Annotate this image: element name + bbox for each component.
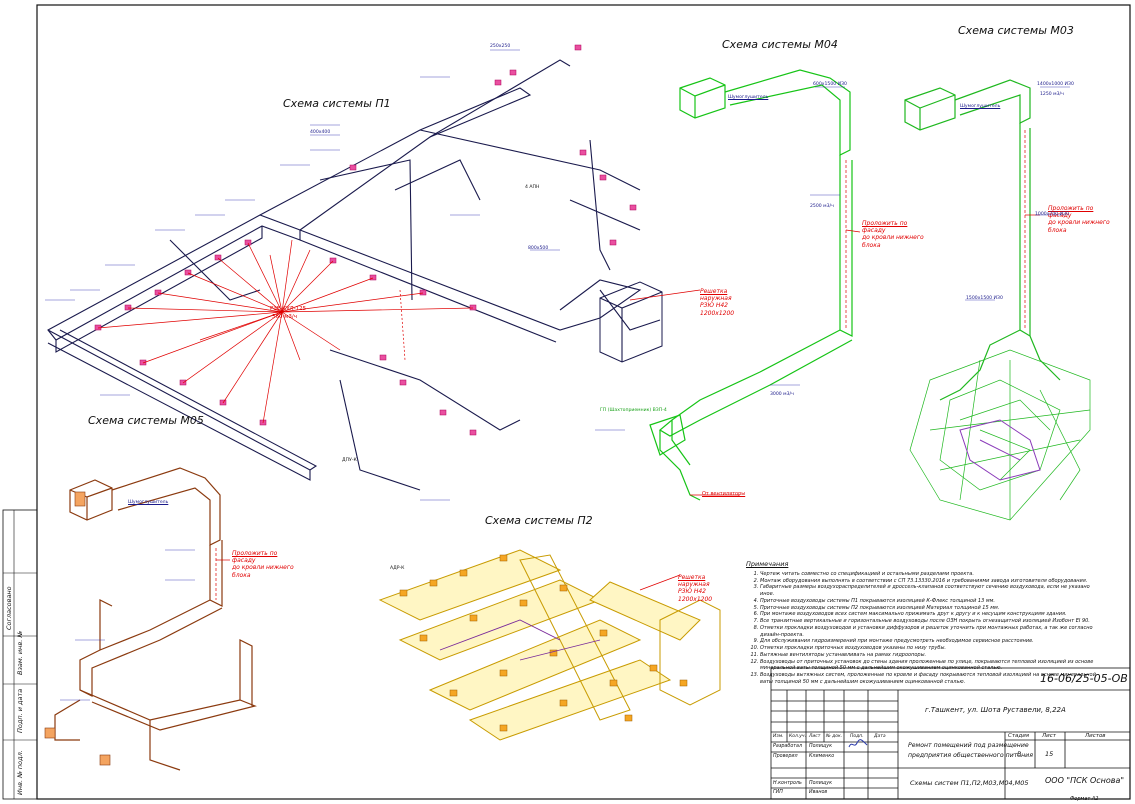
stamp-podp: Подп. и дата [16, 688, 24, 733]
dim-label: 250х250 [490, 44, 511, 49]
facade-note-m04: Проложить по фасаду до кровли нижнего бл… [862, 220, 924, 249]
note-item: Габаритные размеры воздухораспределителе… [760, 584, 1096, 598]
col-list: Лист [809, 734, 821, 739]
system-m05-ducts [54, 467, 257, 771]
p1-valve-flow: 360 м3/ч [272, 314, 297, 320]
note-item: Отметки прокладки воздуховодов и установ… [760, 625, 1096, 639]
dim-label: 1000х700 ИЗ0 [1035, 212, 1069, 217]
dim-label: 400х400 [310, 130, 331, 135]
title-block-grid [770, 667, 1131, 800]
m04-bottom-label: От вентиляторы [702, 491, 746, 497]
note-item: Воздуховоды от приточных установок до ст… [760, 659, 1096, 673]
note-item: При монтаже воздуховодов всех систем мак… [760, 611, 1096, 618]
project-name-2: предприятия общественного питания [908, 752, 1033, 759]
system-p2-valves [399, 554, 688, 732]
doc-code: 16-06/25-05-ОВ [1040, 672, 1128, 685]
signature-mark [848, 739, 868, 748]
stage-value: Р [1017, 750, 1021, 758]
note-item: Приточные воздуховоды системы П1 покрыва… [760, 598, 1096, 605]
stamp-soglasovano: Согласовано [5, 586, 13, 630]
col-kol: Кол.уч. [789, 734, 807, 739]
stamp-vzam: Взам. инв. № [16, 630, 24, 675]
name-checked: Клименко [809, 754, 835, 759]
system-m04-ducts [649, 69, 853, 501]
m04-shaft-label: ГП (Шахтоприемник) ВЗП-4 [600, 408, 667, 413]
facade-note-m03: Проложить по фасаду до кровли нижнего бл… [1048, 205, 1110, 234]
project-name-1: Ремонт помещений под размещение [908, 742, 1029, 749]
grille-note-p1: Решетка наружная РЗЮ Н42 1200х1200 [700, 288, 735, 317]
name-norm: Полищук [809, 781, 832, 786]
system-m03-manifold [909, 349, 1091, 521]
format-label: Формат А2 [1070, 796, 1099, 802]
title-m03: Схема системы М03 [958, 24, 1074, 37]
title-m04: Схема системы М04 [722, 38, 838, 51]
role-developed: Разработал [773, 744, 803, 749]
p1-callout-lines [97, 239, 701, 424]
sheet-header: Лист [1042, 733, 1056, 739]
m04-fan-label: Шумоглушитель [728, 95, 769, 100]
note-item: Чертеж читать совместно со спецификацией… [760, 571, 1096, 578]
role-norm: Н.контроль [773, 781, 802, 786]
col-sign: Подп. [850, 734, 864, 739]
facade-note-m05: Проложить по фасаду до кровли нижнего бл… [232, 550, 294, 579]
system-p2-ducts [378, 549, 721, 741]
company: ООО "ПСК Основа" [1045, 776, 1125, 785]
col-doc: № док. [826, 734, 843, 739]
note-item: Монтаж оборудования выполнять в соответс… [760, 578, 1096, 585]
dim-label: ДПУ-К [342, 458, 357, 463]
title-p1: Схема системы П1 [283, 97, 391, 110]
dim-label: 4 АПН [525, 185, 540, 190]
general-notes: Примечания Чертеж читать совместно со сп… [746, 560, 1096, 686]
note-item: Для обслуживания гидроизмерений при монт… [760, 638, 1096, 645]
grille-note-p2: Решетка наружная РЗЮ Н42 1200х1200 [678, 574, 713, 603]
dim-label: 600х1500 ИЗ0 [813, 82, 847, 87]
dim-label: 1250 м3/ч [1040, 92, 1064, 97]
note-item: Приточные воздуховоды системы П2 покрыва… [760, 605, 1096, 612]
dim-label: 1400х1000 ИЗ0 [1037, 82, 1074, 87]
title-p2: Схема системы П2 [485, 514, 593, 527]
note-item: Все транзитные вертикальные и горизонтал… [760, 618, 1096, 625]
sheets-header: Листов [1085, 733, 1106, 739]
system-p1-ducts [47, 59, 663, 491]
role-gip: ГИП [773, 790, 783, 795]
sheet-name: Схемы систем П1,П2,М03,М04,М05 [910, 779, 1029, 787]
stamp-inv: Инв. № подл. [16, 750, 24, 795]
note-item: Воздуховоды вытяжных систем, проложенные… [760, 672, 1096, 686]
col-izm: Изм. [773, 734, 784, 739]
stage-header: Стадия [1008, 733, 1030, 739]
system-p2-purple [439, 619, 601, 661]
dim-label: 2500 м3/ч [810, 204, 834, 209]
title-m05: Схема системы М05 [88, 414, 204, 427]
sheet-value: 15 [1045, 750, 1054, 758]
system-m05-orange [44, 491, 111, 766]
system-m03-ducts [904, 79, 1061, 401]
col-date: Дата [874, 734, 886, 739]
notes-heading: Примечания [746, 560, 789, 568]
dim-label: 800х500 [528, 246, 549, 251]
p1-valve-label: РЗЕ-КУЛ-125 [270, 306, 307, 312]
m05-fan-label: Шумоглушитель [128, 500, 169, 505]
m03-fan-label: Шумоглушитель [960, 104, 1001, 109]
address: г.Ташкент, ул. Шота Руставели, 8,22А [925, 706, 1066, 714]
system-m03-purple [959, 419, 1041, 481]
note-item: Отметки прокладки приточных воздуховодов… [760, 645, 1096, 652]
name-gip: Иванов [809, 790, 828, 795]
role-checked: Проверил [773, 754, 798, 759]
dim-label: 1500х1500 ИЗ0 [966, 296, 1003, 301]
system-m04-red [690, 160, 861, 496]
dim-label: АДР-К [390, 566, 405, 571]
dim-label: 3000 м3/ч [770, 392, 794, 397]
name-developed: Полищук [809, 744, 832, 749]
note-item: Вытяжные вентиляторы устанавливать на ра… [760, 652, 1096, 659]
